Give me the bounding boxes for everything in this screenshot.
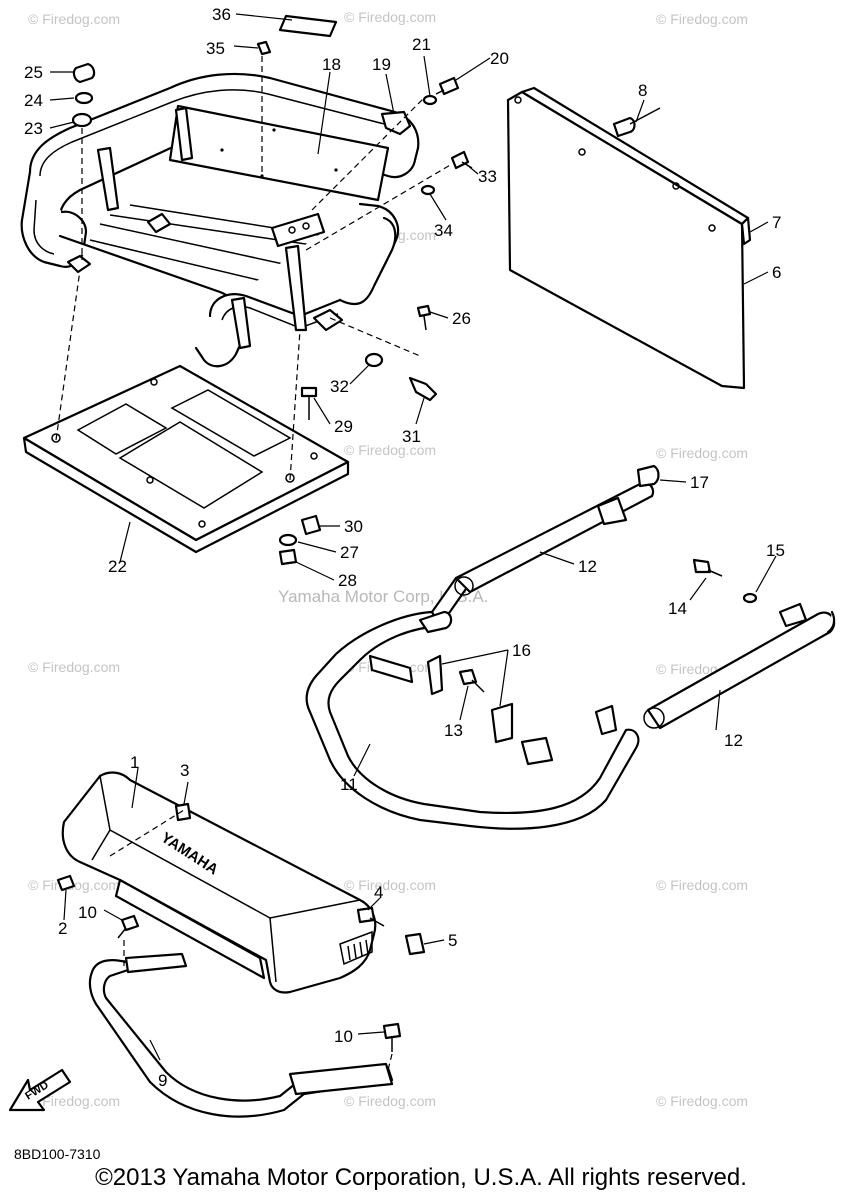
- label-16: 16: [512, 641, 531, 660]
- bumper-1: YAMAHA: [61, 771, 377, 994]
- svg-text:© Firedog.com: © Firedog.com: [28, 659, 120, 675]
- license-plate-6: [506, 86, 752, 390]
- label-8: 8: [638, 81, 647, 100]
- label-17: 17: [690, 473, 709, 492]
- label-36: 36: [212, 5, 231, 24]
- label-6: 6: [772, 263, 781, 282]
- svg-text:© Firedog.com: © Firedog.com: [344, 442, 436, 458]
- label-13: 13: [444, 721, 463, 740]
- label-12-upper: 12: [578, 557, 597, 576]
- label-10-right: 10: [334, 1027, 353, 1046]
- label-9: 9: [158, 1071, 167, 1090]
- tube-12-upper: [454, 481, 655, 596]
- svg-text:© Firedog.com: © Firedog.com: [344, 877, 436, 893]
- svg-text:© Firedog.com: © Firedog.com: [656, 877, 748, 893]
- label-34: 34: [434, 221, 453, 240]
- svg-text:© Firedog.com: © Firedog.com: [28, 11, 120, 27]
- label-24: 24: [24, 91, 43, 110]
- svg-text:© Firedog.com: © Firedog.com: [656, 1093, 748, 1109]
- tube-12-lower: [643, 610, 836, 730]
- label-30: 30: [344, 517, 363, 536]
- svg-text:© Firedog.com: © Firedog.com: [344, 9, 436, 25]
- label-20: 20: [490, 49, 509, 68]
- label-25: 25: [24, 63, 43, 82]
- leader-lines: [49, 13, 777, 1061]
- brace-9: [88, 952, 394, 1118]
- label-27: 27: [340, 543, 359, 562]
- label-23: 23: [24, 119, 43, 138]
- diagram-code: 8BD100-7310: [14, 1146, 101, 1162]
- label-2: 2: [58, 919, 67, 938]
- label-33: 33: [478, 167, 497, 186]
- callout-numbers: 36 35 25 24 23 18 19 21 20 8 33 34 7 6 2…: [24, 5, 785, 1090]
- frame-11: [305, 576, 808, 830]
- svg-text:© Firedog.com: © Firedog.com: [656, 445, 748, 461]
- label-15: 15: [766, 541, 785, 560]
- label-14: 14: [668, 599, 687, 618]
- hardware: [56, 14, 758, 1052]
- svg-text:© Firedog.com: © Firedog.com: [344, 1093, 436, 1109]
- label-31: 31: [402, 427, 421, 446]
- label-35: 35: [206, 39, 225, 58]
- center-watermark: Yamaha Motor Corp, U.S.A.: [278, 587, 488, 606]
- floor-panel-22: [22, 364, 350, 554]
- label-1: 1: [130, 753, 139, 772]
- label-21: 21: [412, 35, 431, 54]
- svg-text:© Firedog.com: © Firedog.com: [656, 11, 748, 27]
- label-12-lower: 12: [724, 731, 743, 750]
- label-28: 28: [338, 571, 357, 590]
- label-4: 4: [374, 883, 383, 902]
- label-32: 32: [330, 377, 349, 396]
- label-18: 18: [322, 55, 341, 74]
- label-5: 5: [448, 931, 457, 950]
- basket-18: [20, 72, 420, 368]
- label-7: 7: [772, 213, 781, 232]
- label-10-left: 10: [78, 903, 97, 922]
- svg-text:© Firedog.com: © Firedog.com: [28, 1093, 120, 1109]
- alignment-lines: [55, 56, 453, 1071]
- label-19: 19: [372, 55, 391, 74]
- label-11: 11: [340, 775, 358, 794]
- label-29: 29: [334, 417, 353, 436]
- copyright-notice: ©2013 Yamaha Motor Corporation, U.S.A. A…: [95, 1164, 747, 1191]
- label-22: 22: [108, 557, 127, 576]
- label-26: 26: [452, 309, 471, 328]
- label-3: 3: [180, 761, 189, 780]
